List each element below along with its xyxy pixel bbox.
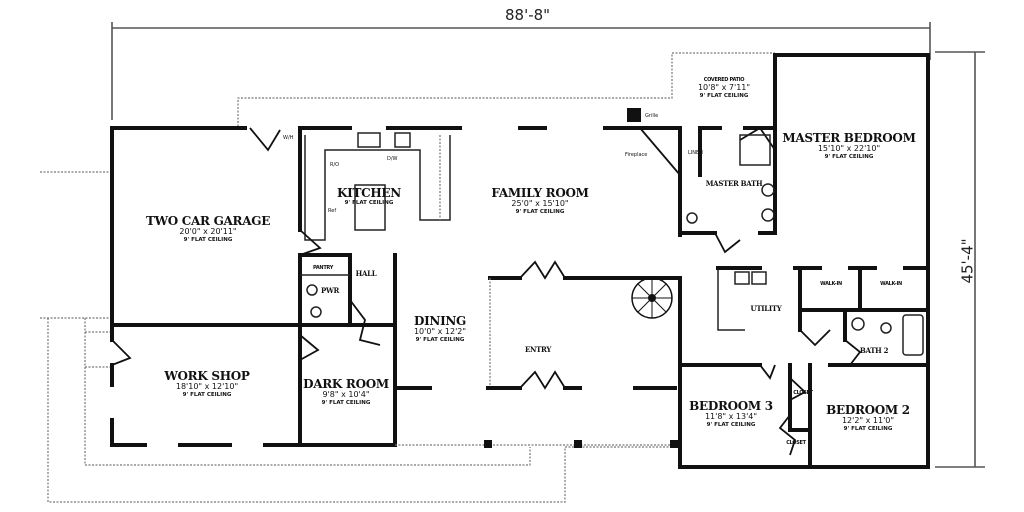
room-size: 18'10" x 12'10" — [175, 382, 239, 391]
room-name: BEDROOM 3 — [689, 399, 773, 413]
room-name: KITCHEN — [337, 186, 401, 200]
room-ceiling: 9' FLAT CEILING — [183, 237, 233, 243]
width-dimension: 88'-8" — [505, 6, 551, 24]
room-size: 15'10" x 22'10" — [817, 144, 881, 153]
room-name: CLOSET — [786, 440, 806, 446]
room-name: COVERED PATIO — [703, 77, 745, 83]
fixture-fireplace: Fireplace — [625, 152, 648, 158]
room-utility: UTILITY — [751, 305, 782, 312]
fixture-range-oven: R/O — [330, 162, 340, 168]
room-name: FAMILY ROOM — [491, 186, 589, 200]
room-ceiling: 9' FLAT CEILING — [321, 400, 371, 406]
room-name: BEDROOM 2 — [826, 403, 910, 417]
room-ceiling: 9' FLAT CEILING — [182, 392, 232, 398]
room-name: ENTRY — [524, 345, 552, 354]
room-name: TWO CAR GARAGE — [145, 214, 271, 228]
room-powder: PWR — [321, 287, 339, 294]
room-name: CLOSET — [793, 390, 813, 396]
patio-outline — [40, 52, 775, 503]
fixture-grill: Grille — [645, 113, 659, 119]
room-name: PANTRY — [312, 265, 334, 271]
room-name: UTILITY — [750, 304, 782, 313]
room-closet-1: CLOSET — [793, 391, 813, 396]
room-ceiling: 9' FLAT CEILING — [843, 426, 893, 432]
room-size: 12'2" x 11'0" — [841, 416, 895, 425]
room-entry: ENTRY — [525, 346, 551, 353]
fixture-linen: LINEN — [688, 150, 703, 156]
spiral-stair-icon — [631, 277, 673, 319]
room-name: PWR — [320, 286, 340, 295]
room-ceiling: 9' FLAT CEILING — [699, 93, 749, 99]
room-name: MASTER BATH — [705, 179, 763, 188]
fixture-water-heater: W/H — [283, 135, 294, 141]
room-name: WORK SHOP — [164, 369, 250, 383]
room-ceiling: 9' FLAT CEILING — [824, 154, 874, 160]
room-size: 11'8" x 13'4" — [704, 412, 758, 421]
fixture-refrigerator: Ref — [328, 208, 337, 214]
room-size: 9'8" x 10'4" — [322, 390, 370, 399]
room-pantry: PANTRY — [313, 266, 333, 271]
room-ceiling: 9' FLAT CEILING — [344, 200, 394, 206]
depth-dimension: 45'-4" — [958, 238, 977, 284]
room-ceiling: 9' FLAT CEILING — [415, 337, 465, 343]
room-name: MASTER BEDROOM — [782, 131, 916, 145]
room-master-bath: MASTER BATH — [706, 180, 763, 187]
kitchen-counters — [304, 132, 451, 241]
room-walk-in-2: WALK-IN — [880, 282, 902, 287]
room-name: WALK-IN — [820, 281, 842, 287]
room-name: BATH 2 — [859, 346, 889, 355]
room-name: DINING — [413, 314, 467, 328]
room-size: 10'0" x 12'2" — [413, 327, 467, 336]
room-size: 10'8" x 7'11" — [697, 83, 751, 92]
room-ceiling: 9' FLAT CEILING — [706, 422, 756, 428]
fixture-dishwasher: D/W — [387, 156, 398, 162]
room-name: DARK ROOM — [303, 377, 389, 391]
room-size: 25'0" x 15'10" — [511, 199, 569, 208]
room-ceiling: 9' FLAT CEILING — [515, 209, 565, 215]
walls — [110, 53, 930, 469]
room-size: 20'0" x 20'11" — [179, 227, 237, 236]
room-closet-2: CLOSET — [786, 441, 806, 446]
room-bath-2: BATH 2 — [859, 346, 889, 355]
bath-fixtures — [306, 108, 924, 356]
room-hall: HALL — [356, 270, 377, 277]
room-name: WALK-IN — [880, 281, 902, 287]
room-name: HALL — [355, 269, 377, 278]
dimension-lines — [111, 22, 985, 468]
room-walk-in-1: WALK-IN — [820, 282, 842, 287]
